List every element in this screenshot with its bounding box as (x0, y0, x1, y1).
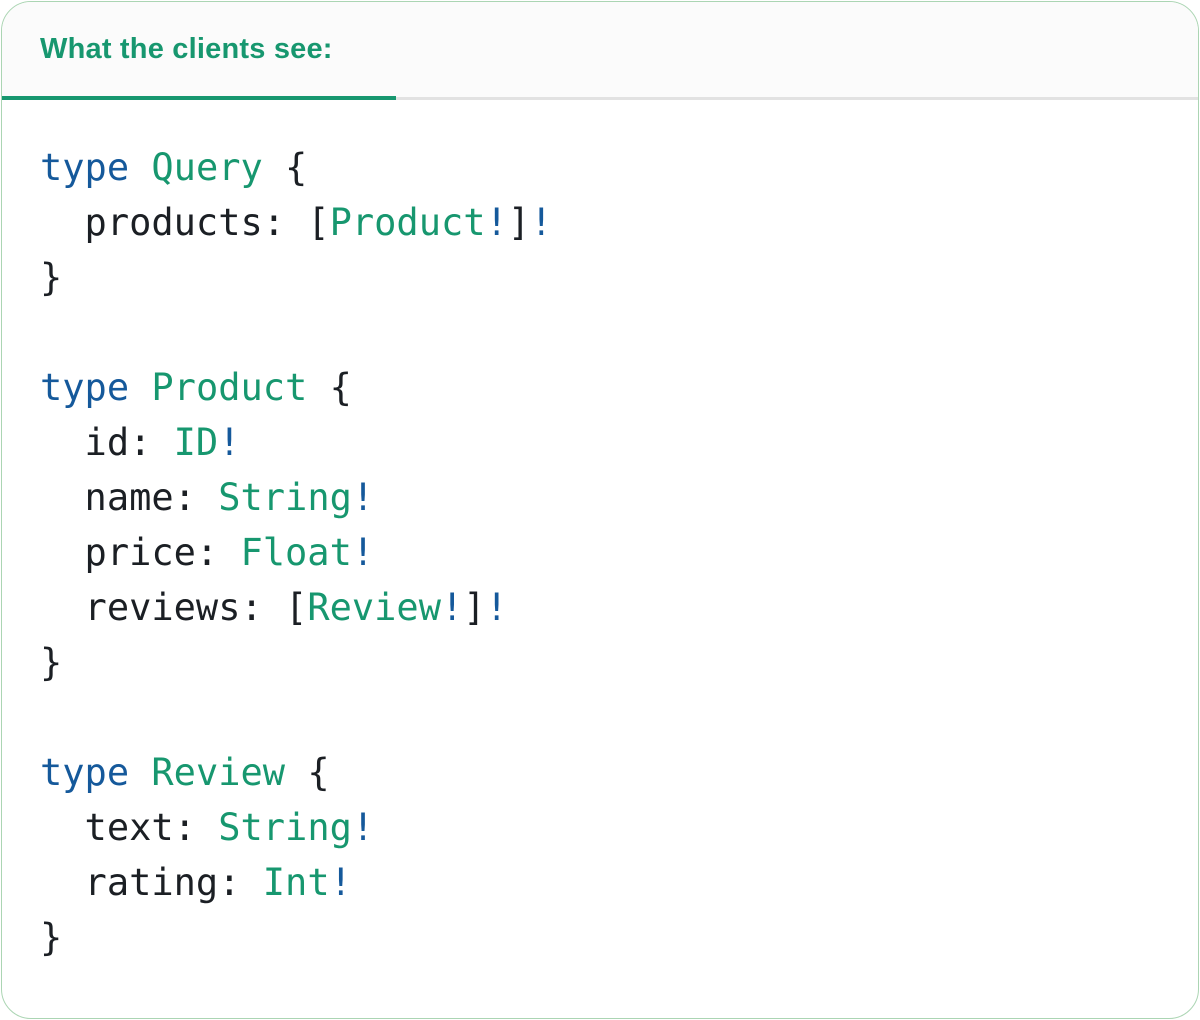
code-token: ] (463, 586, 486, 629)
code-token: Review (307, 586, 441, 629)
code-token: ! (530, 201, 553, 244)
code-token: { (285, 751, 330, 794)
code-line: products: [Product!]! (40, 195, 1160, 250)
code-token: Product (151, 366, 308, 409)
code-line (40, 690, 1160, 745)
code-line: type Query { (40, 140, 1160, 195)
tab-label: What the clients see: (40, 33, 333, 65)
code-line: type Product { (40, 360, 1160, 415)
code-token: ! (351, 806, 375, 849)
tab-bar: What the clients see: (2, 2, 1198, 100)
code-token: reviews: [ (40, 586, 308, 629)
code-line: text: String! (40, 800, 1160, 855)
code-area: type Query { products: [Product!]!} type… (2, 100, 1198, 965)
code-token: ! (351, 476, 375, 519)
code-line: name: String! (40, 470, 1160, 525)
code-token: ID (173, 421, 219, 464)
code-token: } (40, 916, 63, 959)
schema-code: type Query { products: [Product!]!} type… (40, 140, 1160, 965)
code-token: ! (218, 421, 241, 464)
code-token: } (40, 256, 63, 299)
code-line: id: ID! (40, 415, 1160, 470)
code-line: } (40, 910, 1160, 965)
code-token: String (218, 806, 352, 849)
code-token: Query (151, 146, 263, 189)
code-line: } (40, 250, 1160, 305)
code-token: } (40, 641, 63, 684)
code-line: } (40, 635, 1160, 690)
code-token: ! (485, 586, 508, 629)
tab-clients-view[interactable]: What the clients see: (2, 2, 396, 100)
code-token: { (307, 366, 352, 409)
code-token: type (40, 366, 130, 409)
code-token: ! (351, 531, 375, 574)
code-token (129, 366, 151, 409)
code-token: Int (262, 861, 330, 904)
code-token: ! (440, 586, 464, 629)
code-token: rating: (40, 861, 263, 904)
code-line: rating: Int! (40, 855, 1160, 910)
code-line: reviews: [Review!]! (40, 580, 1160, 635)
code-token: Float (240, 531, 352, 574)
code-token: String (218, 476, 352, 519)
code-token (129, 146, 151, 189)
code-line: price: Float! (40, 525, 1160, 580)
code-token: type (40, 751, 130, 794)
code-line: type Review { (40, 745, 1160, 800)
code-token: id: (40, 421, 174, 464)
code-token: { (262, 146, 308, 189)
code-token: type (40, 146, 130, 189)
code-token (129, 751, 151, 794)
code-token: Review (151, 751, 286, 794)
code-token: text: (40, 806, 219, 849)
code-line (40, 305, 1160, 360)
code-token: products: [ (40, 201, 330, 244)
code-token: Product (329, 201, 486, 244)
code-token: ! (329, 861, 352, 904)
code-token: price: (40, 531, 241, 574)
code-token: ! (485, 201, 508, 244)
code-token: name: (40, 476, 219, 519)
active-tab-indicator (2, 96, 396, 100)
code-token: ] (507, 201, 531, 244)
